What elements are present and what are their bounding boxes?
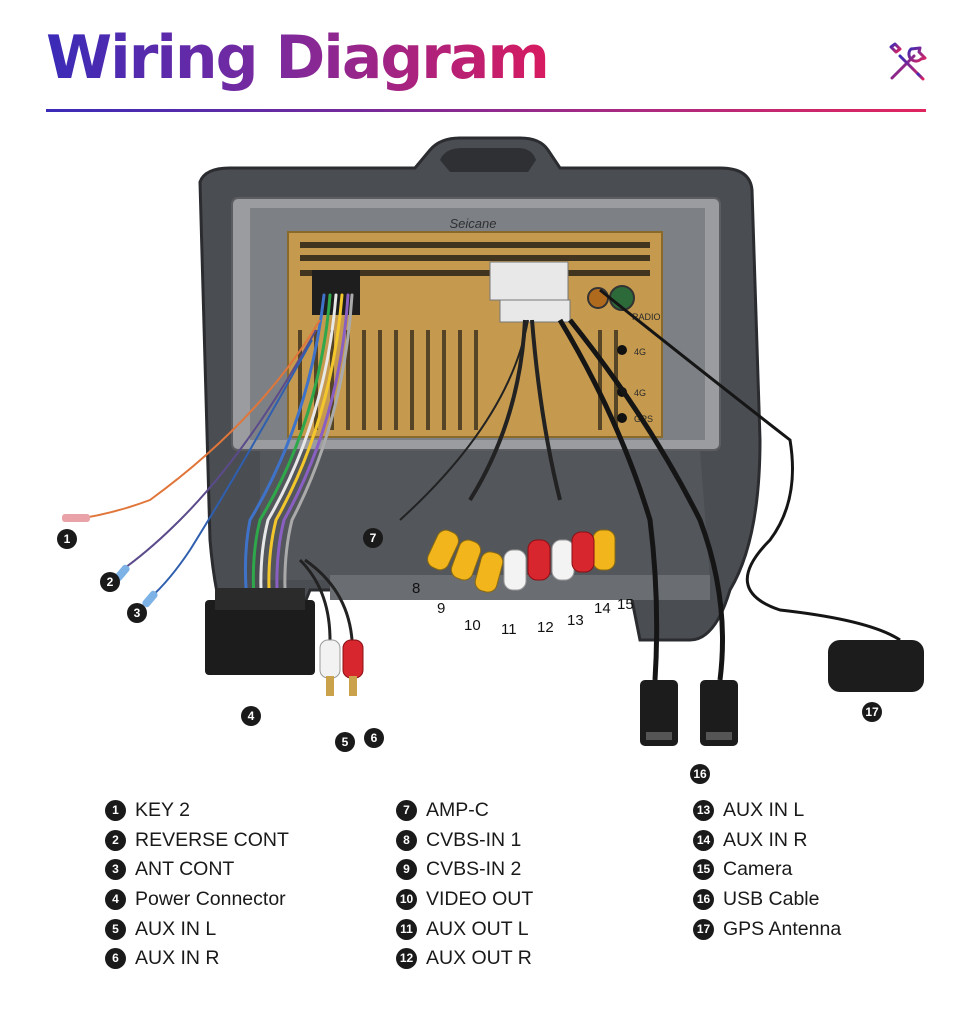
- usb-connector-2: [700, 680, 738, 746]
- callout-4: 4: [241, 706, 261, 726]
- callout-9: 9: [437, 600, 446, 617]
- legend-item: 6 AUX IN R: [105, 944, 289, 974]
- legend-number: 14: [693, 829, 714, 851]
- callout-3: 3: [127, 603, 147, 623]
- legend-number: 8: [396, 829, 417, 851]
- legend-column-2: 7 AMP-C 8 CVBS-IN 1 9 CVBS-IN 2 10 VIDEO OUT…: [396, 796, 533, 974]
- legend-number: 16: [693, 889, 714, 911]
- legend-number: 7: [396, 800, 417, 822]
- legend-item: 5 AUX IN L: [105, 914, 289, 944]
- callout-2: 2: [100, 572, 120, 592]
- callout-15: 15: [617, 596, 634, 613]
- callout-1: 1: [57, 529, 77, 549]
- usb-connector-1: [640, 680, 678, 746]
- legend-label: Power Connector: [135, 888, 286, 911]
- legend-item: 17 GPS Antenna: [693, 914, 841, 944]
- callout-7: 7: [363, 528, 383, 548]
- port-label-radio: RADIO: [632, 312, 661, 322]
- legend-number: 11: [396, 918, 417, 940]
- legend-label: AUX OUT R: [426, 947, 532, 970]
- legend-item: 13 AUX IN L: [693, 796, 841, 826]
- legend-column-3: 13 AUX IN L 14 AUX IN R 15 Camera 16 USB Cab…: [693, 796, 841, 944]
- legend-item: 8 CVBS-IN 1: [396, 826, 533, 856]
- callout-10: 10: [464, 617, 481, 634]
- legend-number: 1: [105, 800, 126, 822]
- legend-label: ANT CONT: [135, 858, 235, 881]
- legend-label: AUX IN R: [135, 947, 220, 970]
- legend-item: 9 CVBS-IN 2: [396, 855, 533, 885]
- title-divider: [46, 109, 926, 112]
- gps-antenna: [828, 640, 924, 692]
- callout-13: 13: [567, 612, 584, 629]
- legend-label: AMP-C: [426, 799, 489, 822]
- legend-item: 12 AUX OUT R: [396, 944, 533, 974]
- legend-label: GPS Antenna: [723, 917, 842, 940]
- legend-number: 9: [396, 859, 417, 881]
- legend-column-1: 1 KEY 2 2 REVERSE CONT 3 ANT CONT 4 Power Co…: [105, 796, 289, 974]
- legend-item: 7 AMP-C: [396, 796, 533, 826]
- legend-number: 4: [105, 889, 126, 911]
- callout-5: 5: [335, 732, 355, 752]
- legend-item: 2 REVERSE CONT: [105, 826, 289, 856]
- legend-item: 10 VIDEO OUT: [396, 885, 533, 915]
- callout-12: 12: [537, 619, 554, 636]
- legend-label: CVBS-IN 2: [426, 858, 522, 881]
- head-unit-photo: Seicane RADIO 4G 4G GPS: [62, 136, 924, 746]
- legend-label: CVBS-IN 1: [426, 828, 522, 851]
- callout-11: 11: [501, 621, 517, 638]
- legend-label: KEY 2: [135, 799, 190, 822]
- legend-number: 13: [693, 800, 714, 822]
- legend-number: 3: [105, 859, 126, 881]
- power-connector: [205, 600, 315, 675]
- legend-label: AUX OUT L: [426, 917, 529, 940]
- legend-number: 5: [105, 918, 126, 940]
- callout-8: 8: [412, 580, 421, 597]
- callout-6: 6: [364, 728, 384, 748]
- legend-item: 1 KEY 2: [105, 796, 289, 826]
- callout-16: 16: [690, 764, 710, 784]
- callout-17: 17: [862, 702, 882, 722]
- port-label-4g-1: 4G: [634, 347, 646, 357]
- legend-number: 17: [693, 918, 714, 940]
- legend-item: 16 USB Cable: [693, 885, 841, 915]
- legend-number: 15: [693, 859, 714, 881]
- legend-item: 4 Power Connector: [105, 885, 289, 915]
- legend-item: 15 Camera: [693, 855, 841, 885]
- callout-14: 14: [594, 600, 611, 617]
- port-label-4g-2: 4G: [634, 388, 646, 398]
- legend-number: 6: [105, 948, 126, 970]
- legend-label: VIDEO OUT: [426, 888, 534, 911]
- legend-number: 10: [396, 889, 417, 911]
- tools-icon: [889, 42, 927, 81]
- brand-text: Seicane: [450, 216, 497, 231]
- legend-label: USB Cable: [723, 888, 820, 911]
- legend-label: Camera: [723, 858, 793, 881]
- legend-label: REVERSE CONT: [135, 828, 289, 851]
- legend-label: AUX IN L: [723, 799, 805, 822]
- legend-number: 2: [105, 829, 126, 851]
- legend-label: AUX IN R: [723, 828, 808, 851]
- legend-item: 14 AUX IN R: [693, 826, 841, 856]
- legend-item: 11 AUX OUT L: [396, 914, 533, 944]
- legend-item: 3 ANT CONT: [105, 855, 289, 885]
- page-title: Wiring Diagram: [46, 23, 550, 93]
- legend-number: 12: [396, 948, 417, 970]
- legend-label: AUX IN L: [135, 917, 217, 940]
